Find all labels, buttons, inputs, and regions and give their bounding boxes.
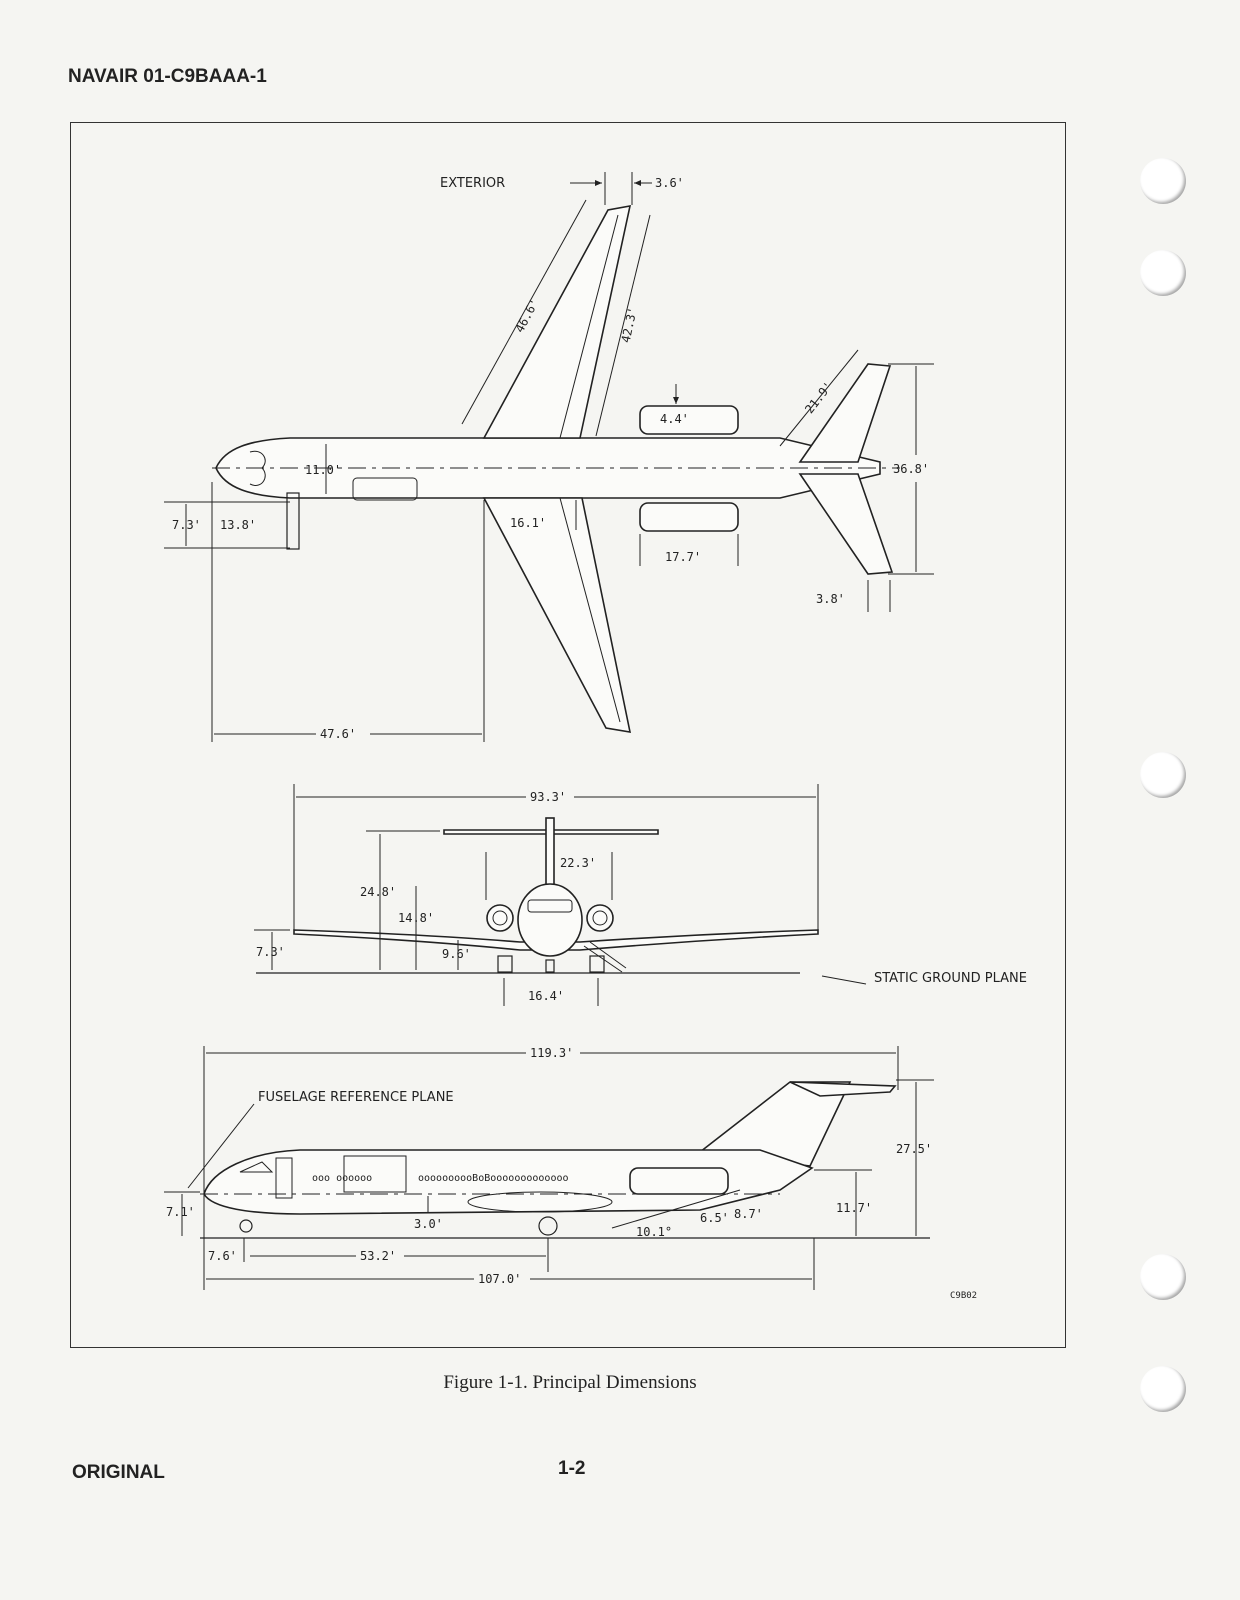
plan-stair [286,492,300,550]
dim-htail-total: 36.8' [893,462,929,476]
front-gear-nose [545,959,555,973]
dim-engine-height: 14.8' [398,911,434,925]
dim-fuselage-width: 11.0' [305,463,341,477]
dim-wheelbase: 53.2' [360,1249,396,1263]
plan-wing-upper-flap [559,214,619,439]
binder-hole [1140,250,1186,296]
dim-fuselage-bottom: 9.6' [442,947,471,961]
front-view: 93.3' STATIC GROUND PLANE 24.8' 22.3' 14… [254,784,1027,1006]
plan-wing-lower [482,497,632,733]
side-htail [789,1081,897,1097]
front-ground-leader [821,975,867,985]
dim-length-ground: 107.0' [478,1272,521,1286]
dim-htail-span: 21.9' [802,379,835,416]
dim-nose-to-stair: 13.8' [220,518,256,532]
plan-dim-line [779,349,859,447]
dim-tail-cone-h1: 6.5' [700,1211,729,1225]
dim-tail-height: 24.8' [360,885,396,899]
dim-nose-height: 7.1' [166,1205,195,1219]
plan-htail-upper [798,363,892,463]
plan-wing-upper [482,204,632,439]
plan-engine-upper [639,405,739,435]
side-view: 119.3' FUSELAGE REFERENCE PLANE ooo oooo… [164,1046,934,1290]
dim-nose-gear: 7.6' [208,1249,237,1263]
plan-dim-line [461,199,587,425]
figure-code: C9B02 [950,1291,977,1301]
side-windows-row-1: ooo oooooo [312,1173,372,1184]
dim-tail-low: 11.7' [836,1201,872,1215]
figure-frame [70,122,1066,1348]
front-gear-right [589,955,605,973]
footer-status: ORIGINAL [72,1462,165,1483]
binder-hole [1140,752,1186,798]
front-vtail [545,817,555,891]
front-windshield [527,899,573,913]
dim-wing-tip-chord: 3.6' [655,176,684,190]
front-engine-left [486,904,514,932]
side-ref-leader [187,1103,255,1189]
static-ground-plane-label: STATIC GROUND PLANE [874,971,1027,986]
side-nose-gear [239,1219,253,1233]
plan-cockpit [249,450,266,486]
dim-stair-offset: 7.3' [172,518,201,532]
dim-wing-height: 7.3' [256,945,285,959]
plan-door [352,477,418,501]
front-gear-left [497,955,513,973]
front-engine-right [586,904,614,932]
front-engine-left-inner [492,910,508,926]
dim-gear-track: 16.4' [528,989,564,1003]
dim-tail-angle: 10.1° [636,1225,672,1239]
dim-length-total: 119.3' [530,1046,573,1060]
side-tail-angle-line [611,1189,741,1229]
front-stair [583,941,627,973]
side-cockpit-windows [239,1161,274,1173]
dim-tail-cone-h2: 8.7' [734,1207,763,1221]
binder-hole [1140,158,1186,204]
binder-hole [1140,1254,1186,1300]
dim-wing-te-span: 42.3' [619,306,640,344]
side-windows-row-2: oooooooooBoBooooooooooooo [418,1173,569,1184]
document-id: NAVAIR 01-C9BAAA-1 [68,66,267,87]
plan-view-title: EXTERIOR [440,176,505,191]
plan-engine-lower [639,502,739,532]
binder-hole [1140,1366,1186,1412]
dim-clearance: 3.0' [414,1217,443,1231]
side-engine [629,1167,729,1195]
side-wing [467,1191,613,1213]
plan-wing-lower-flap [559,497,621,723]
side-cargo-door [343,1155,407,1193]
page-number: 1-2 [558,1458,586,1479]
dim-wingspan: 93.3' [530,790,566,804]
plan-dim-line [595,214,651,437]
plan-htail-lower [798,473,894,575]
dim-nacelle-dia: 4.4' [660,412,689,426]
side-fuselage [203,1149,814,1215]
plan-view: EXTERIOR 3.6' 46.6' 42.3' 4.4' 21.9 [164,172,934,742]
front-fuselage [517,883,583,957]
dim-nose-to-wing: 47.6' [320,727,356,741]
dim-engine-spacing: 22.3' [560,856,596,870]
front-engine-right-inner [592,910,608,926]
dim-nacelle-len: 17.7' [665,550,701,564]
dim-wing-le-span: 46.6' [512,296,541,334]
dim-height-tail: 27.5' [896,1142,932,1156]
side-main-gear [538,1216,558,1236]
side-door [275,1157,293,1199]
fuselage-reference-plane-label: FUSELAGE REFERENCE PLANE [258,1090,454,1105]
dim-wing-root: 16.1' [510,516,546,530]
plan-fuselage [215,437,881,499]
figure-caption: Figure 1-1. Principal Dimensions [443,1372,697,1393]
dim-htail-tip: 3.8' [816,592,845,606]
